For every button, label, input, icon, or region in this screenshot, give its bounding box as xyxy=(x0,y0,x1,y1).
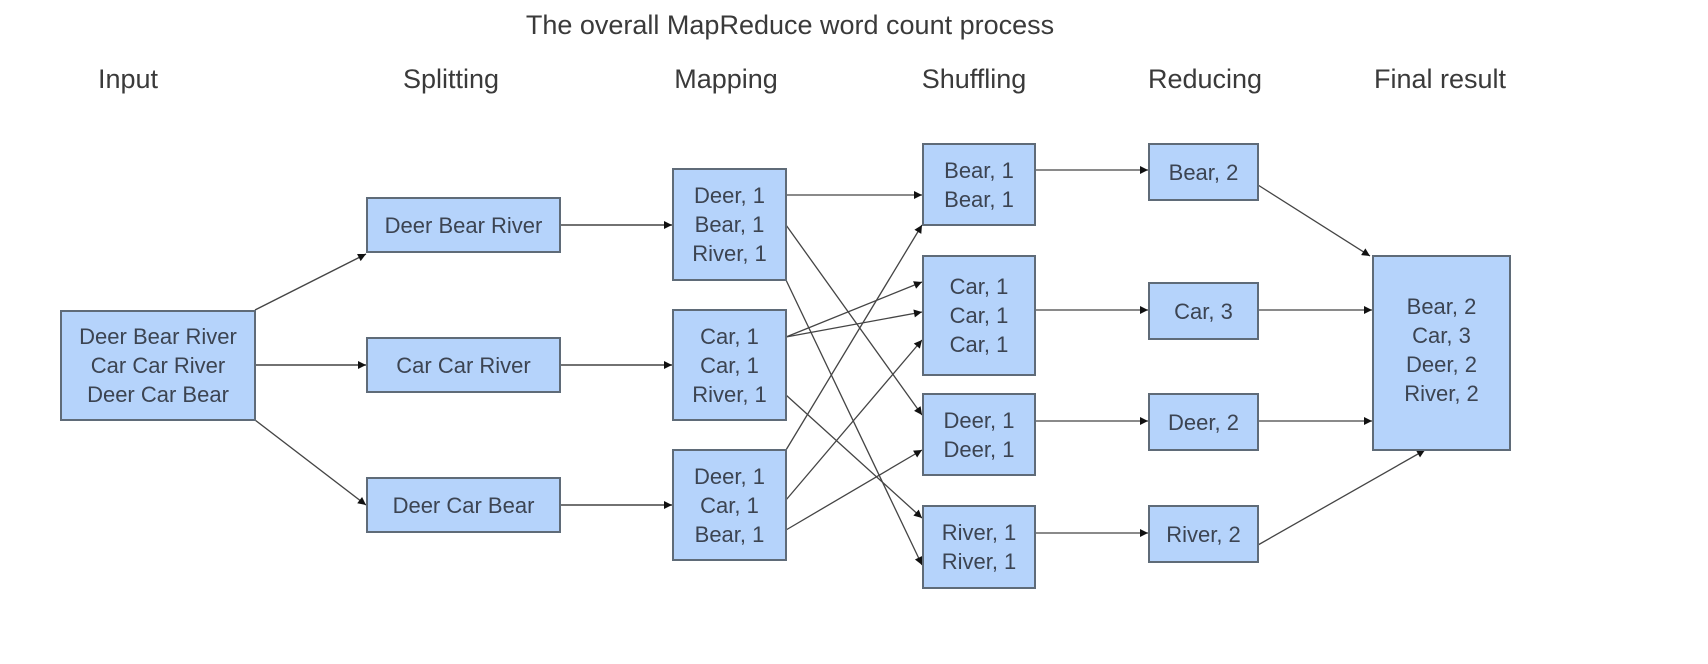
input-node: Deer Bear River Car Car River Deer Car B… xyxy=(60,310,256,421)
diagram-title: The overall MapReduce word count process xyxy=(525,10,1055,40)
node-line: Car, 1 xyxy=(700,352,759,378)
node-line: River, 1 xyxy=(692,241,767,266)
node-line: Deer, 2 xyxy=(1168,409,1239,435)
node-line: Car, 3 xyxy=(1174,298,1233,324)
node-line: River, 1 xyxy=(692,381,767,407)
edge-map-1-car-shuffle-car-b xyxy=(785,309,923,338)
map-node: Deer, 1 Bear, 1 River, 1 xyxy=(672,168,787,281)
node-line: Deer, 1 xyxy=(943,407,1015,433)
node-line: Car, 1 xyxy=(949,332,1009,357)
node-line: Bear, 1 xyxy=(944,186,1014,212)
node-line: Car, 1 xyxy=(700,323,759,349)
node-line: Deer, 1 xyxy=(694,183,765,208)
edge-reduce-3-final xyxy=(1257,449,1426,546)
edge-map-2-car-shuffle-car xyxy=(785,339,923,501)
stage-label-final-result: Final result xyxy=(1373,64,1507,94)
edge-map-0-bear-shuffle-bear xyxy=(785,224,923,416)
node-line: Bear, 2 xyxy=(1168,159,1239,185)
node-line: Car Car River xyxy=(90,353,226,378)
reduce-node: Car, 3 xyxy=(1148,282,1259,340)
node-line: River, 2 xyxy=(1404,381,1479,406)
edge-map-1-river-shuffle-river xyxy=(785,394,923,519)
edge-map-0-river-shuffle-river xyxy=(785,279,923,566)
stage-label-splitting: Splitting xyxy=(402,64,500,94)
stage-label-input: Input xyxy=(97,64,159,94)
shuffle-node: Car, 1 Car, 1 Car, 1 xyxy=(922,255,1036,376)
edge-input-split-2 xyxy=(254,419,367,506)
node-line: Deer, 1 xyxy=(694,463,765,489)
node-line: Bear, 1 xyxy=(694,212,765,237)
node-line: Deer Car Bear xyxy=(392,492,535,518)
node-line: Bear, 1 xyxy=(694,521,765,547)
node-line: Car, 3 xyxy=(1412,323,1471,348)
node-line: River, 2 xyxy=(1166,521,1241,547)
node-line: Deer Bear River xyxy=(384,212,543,238)
reduce-node: River, 2 xyxy=(1148,505,1259,563)
node-line: Car, 1 xyxy=(949,303,1009,328)
stage-label-shuffling: Shuffling xyxy=(921,64,1027,94)
reduce-node: Deer, 2 xyxy=(1148,393,1259,451)
shuffle-node: Bear, 1 Bear, 1 xyxy=(922,143,1036,226)
edge-map-2-deer-shuffle-bear xyxy=(785,224,923,451)
node-line: River, 1 xyxy=(941,549,1017,574)
reduce-node: Bear, 2 xyxy=(1148,143,1259,201)
node-line: Car, 1 xyxy=(949,274,1009,299)
edge-reduce-0-final xyxy=(1257,184,1371,257)
node-line: Deer Bear River xyxy=(79,324,237,349)
node-line: Car, 1 xyxy=(700,492,759,518)
shuffle-node: River, 1 River, 1 xyxy=(922,505,1036,589)
split-node: Car Car River xyxy=(366,337,561,393)
node-line: Deer, 2 xyxy=(1406,352,1477,377)
map-node: Deer, 1 Car, 1 Bear, 1 xyxy=(672,449,787,561)
stage-label-mapping: Mapping xyxy=(674,64,778,94)
node-line: Bear, 1 xyxy=(944,157,1014,183)
edge-input-split-0 xyxy=(254,253,367,311)
node-line: River, 1 xyxy=(941,520,1017,545)
node-line: Car Car River xyxy=(396,352,531,378)
node-line: Deer, 1 xyxy=(943,436,1015,462)
split-node: Deer Bear River xyxy=(366,197,561,253)
map-node: Car, 1 Car, 1 River, 1 xyxy=(672,309,787,421)
edge-map-1-car-shuffle-car-a xyxy=(785,281,923,338)
final-result-node: Bear, 2 Car, 3 Deer, 2 River, 2 xyxy=(1372,255,1511,451)
edge-map-2-bear-shuffle-deer xyxy=(785,449,923,531)
node-line: Deer Car Bear xyxy=(87,382,229,407)
stage-label-reducing: Reducing xyxy=(1147,64,1263,94)
node-line: Bear, 2 xyxy=(1406,294,1477,319)
shuffle-node: Deer, 1 Deer, 1 xyxy=(922,393,1036,476)
split-node: Deer Car Bear xyxy=(366,477,561,533)
